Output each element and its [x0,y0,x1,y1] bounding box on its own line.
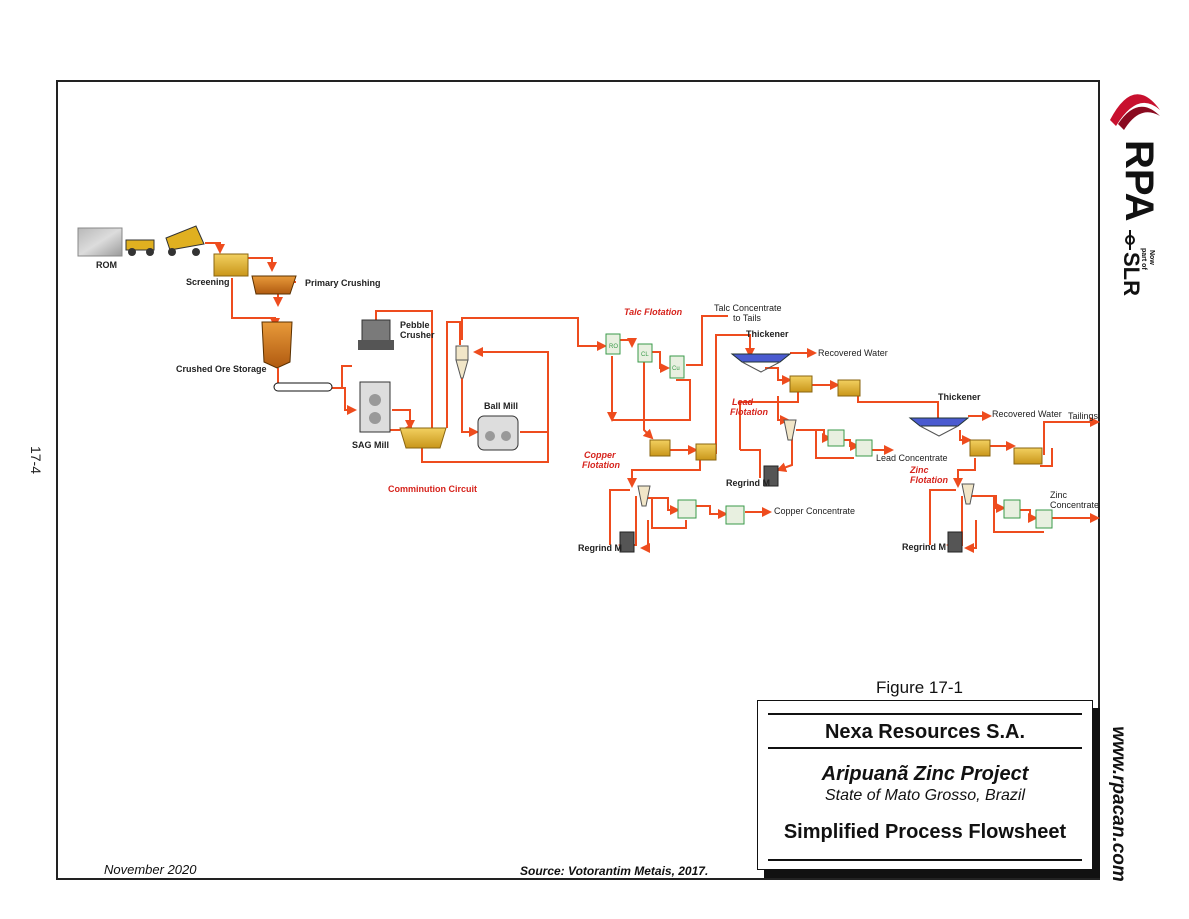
zinc-regrind-mill-label: Regrind M [902,542,946,552]
talc-flotation-label: Talc Flotation [624,307,683,317]
lead-regrind-cyclone [783,419,797,441]
zinc-flotation-label-1: Zinc [909,465,929,475]
comminution-circuit-label: Comminution Circuit [388,484,477,494]
rom-stockpile-icon [77,227,123,257]
rpa-swoosh-icon [1110,94,1160,126]
title-block: Nexa Resources S.A. Aripuanã Zinc Projec… [757,700,1093,870]
lead-regrind-mill-label: Regrind M [726,478,770,488]
project-location: State of Mato Grosso, Brazil [824,787,1026,804]
pebble-crusher-icon [358,319,394,350]
primary-crusher-icon [251,275,297,295]
zinc-flotation-label-2: Flotation [910,475,948,485]
zinc-scavenger-cell [1013,447,1043,465]
copper-flotation-label-1: Copper [584,450,616,460]
project-name: Aripuanã Zinc Project [821,763,1029,785]
zinc-regrind-cyclone [961,483,975,505]
copper-regrind-cyclone [637,485,651,507]
copper-regrind-mill-icon [619,531,635,553]
now-part-of-text-2: part of [1140,248,1147,270]
title-block-rule [768,713,1082,715]
talc-rougher-cell: RO [605,333,621,355]
talc-concentrate-label-2: to Tails [733,313,761,323]
figure-source: Source: Votorantim Metais, 2017. [520,864,709,878]
thickener-1-label: Thickener [746,329,789,339]
thickener-1-icon [730,353,792,373]
zinc-concentrate-label-1: Zinc [1050,490,1068,500]
ball-mill-icon [477,415,519,451]
title-block-rule [768,859,1082,861]
talc-cleaner2-cell: Cu [669,355,685,379]
rpa-slr-logo: RPA Now part of SLR [1110,94,1161,296]
thickener-2-label: Thickener [938,392,981,402]
copper-rougher-cell [649,439,671,457]
crushed-ore-storage-icon [261,321,293,369]
crushed-ore-storage-label: Crushed Ore Storage [176,364,267,374]
lead-cleaner1-cell [827,429,845,447]
loader-icon [125,239,155,256]
lead-conditioner-cell [789,375,813,393]
company-name: Nexa Resources S.A. [824,721,1026,743]
tailings-label: Tailings [1068,411,1099,421]
zinc-conditioner-cell [837,379,861,397]
zinc-regrind-mill-icon [947,531,963,553]
rpa-logo-text: RPA [1117,140,1161,221]
screen-icon [213,253,249,277]
pebble-crusher-label-1: Pebble [400,320,430,330]
lead-regrind-mill-icon [763,465,779,487]
website-url: www.rpacan.com [1108,726,1129,882]
lead-cleaner2-cell [855,439,873,457]
zinc-concentrate-label-2: Concentrate [1050,500,1099,510]
copper-concentrate-label: Copper Concentrate [774,506,855,516]
lead-flotation-label-2: Flotation [730,407,768,417]
svg-text:RO: RO [609,344,618,350]
svg-text:CL: CL [641,352,649,358]
talc-cleaner-cell: CL [637,343,653,363]
figure-title: Simplified Process Flowsheet [783,821,1067,843]
lead-concentrate-label: Lead Concentrate [876,453,948,463]
figure-frame [56,80,1100,880]
talc-concentrate-label-1: Talc Concentrate [714,303,782,313]
recovered-water-2-label: Recovered Water [992,409,1062,419]
copper-scavenger-cell [695,443,717,461]
slr-logo-text: SLR [1119,252,1144,296]
pebble-crusher-label-2: Crusher [400,330,435,340]
lead-flotation-label-1: Lead [732,397,754,407]
now-part-of-text-1: Now [1148,250,1155,265]
rom-label: ROM [96,260,117,270]
copper-cleaner2-cell [725,505,745,525]
sag-mill-label: SAG Mill [352,440,389,450]
cyclone-icon [455,345,469,379]
mill-discharge-tank-icon [399,427,447,449]
recovered-water-1-label: Recovered Water [818,348,888,358]
haul-truck-icon [165,225,205,256]
svg-text:Cu: Cu [672,366,680,372]
sag-mill-icon [359,381,391,433]
primary-crushing-label: Primary Crushing [305,278,381,288]
screening-label: Screening [186,277,230,287]
title-block-rule [768,747,1082,749]
conveyor-icon [273,382,333,392]
ball-mill-label: Ball Mill [484,401,518,411]
thickener-2-icon [908,417,970,437]
copper-flotation-label-2: Flotation [582,460,620,470]
zinc-rougher-cell [969,439,991,457]
copper-cleaner1-cell [677,499,697,519]
figure-date: November 2020 [104,862,197,877]
figure-label: Figure 17-1 [876,678,963,697]
copper-regrind-mill-label: Regrind M [578,543,622,553]
zinc-cleaner2-cell [1035,509,1053,529]
zinc-cleaner1-cell [1003,499,1021,519]
